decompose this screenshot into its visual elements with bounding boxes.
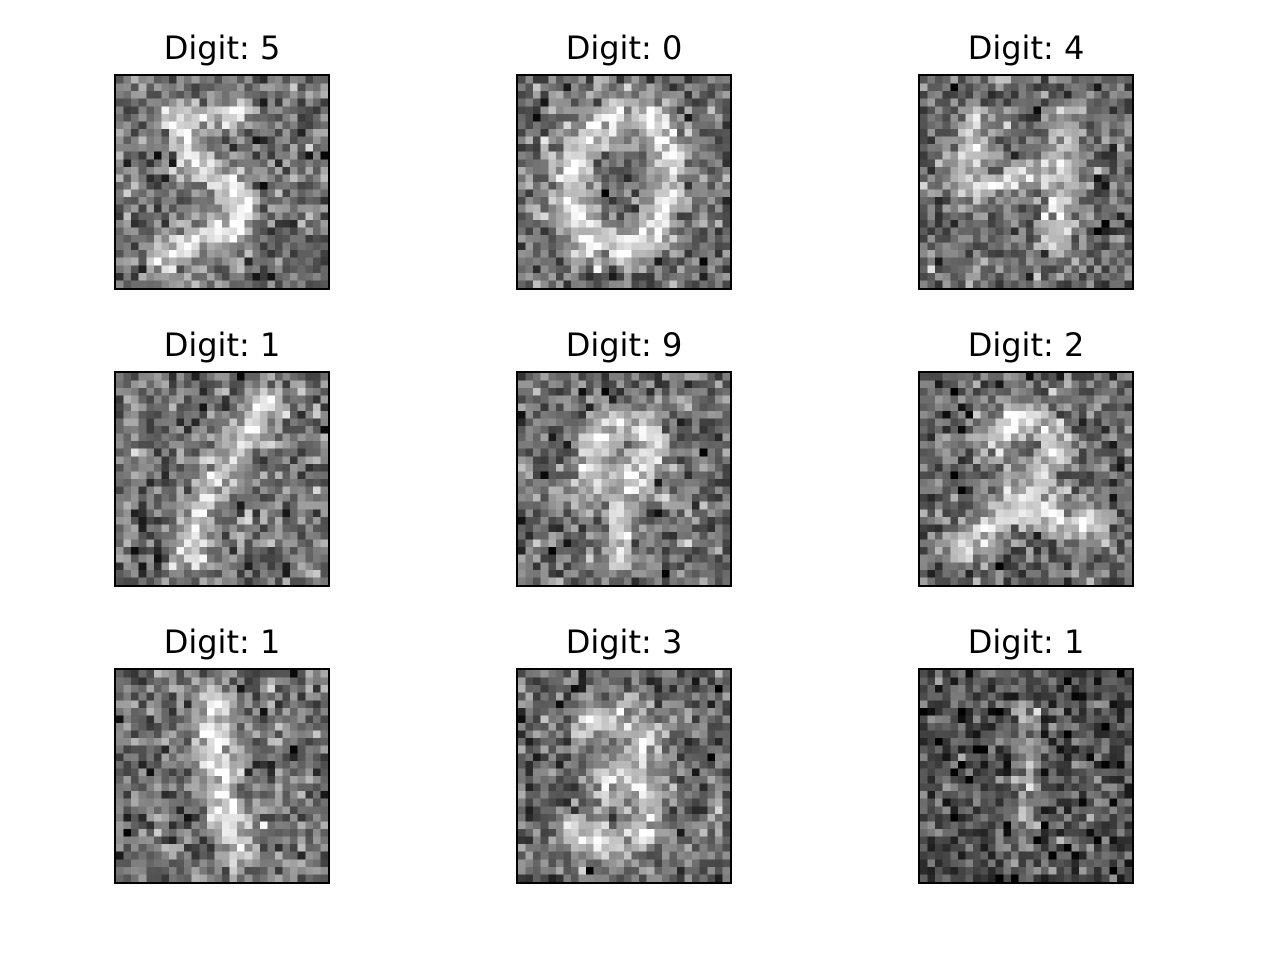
noisy-digit-image [114, 668, 330, 884]
noisy-digit-image [918, 668, 1134, 884]
noisy-digit-image [918, 371, 1134, 587]
panel-title: Digit: 9 [565, 326, 683, 364]
panel-title: Digit: 0 [565, 29, 683, 67]
panel-title: Digit: 1 [967, 623, 1085, 661]
panel-title: Digit: 5 [163, 29, 281, 67]
panel-title: Digit: 1 [163, 326, 281, 364]
noisy-digit-image [516, 371, 732, 587]
noisy-digit-image [516, 668, 732, 884]
noisy-digit-image [114, 371, 330, 587]
panel-title: Digit: 1 [163, 623, 281, 661]
panel-title: Digit: 2 [967, 326, 1085, 364]
panel-title: Digit: 3 [565, 623, 683, 661]
noisy-digit-image [114, 74, 330, 290]
noisy-digit-image [918, 74, 1134, 290]
noisy-digit-image [516, 74, 732, 290]
panel-title: Digit: 4 [967, 29, 1085, 67]
